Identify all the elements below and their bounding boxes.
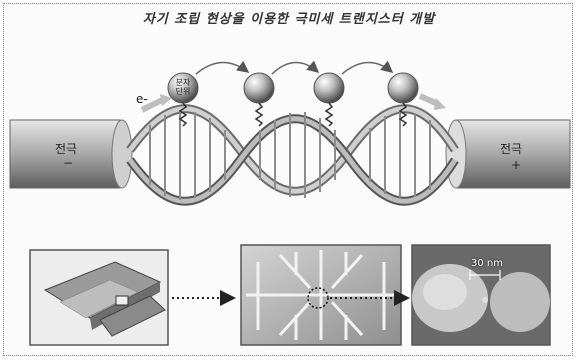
molecule-sphere-4 [388, 73, 418, 103]
electron-label: e- [136, 92, 148, 106]
left-electrode-label: 전극 [55, 140, 77, 157]
hopping-arrows [196, 62, 392, 74]
molecule-sphere-2 [244, 73, 274, 103]
electrode-pattern-photo [241, 245, 401, 345]
molecule-sphere-3 [314, 73, 344, 103]
chip-photo [30, 250, 168, 345]
scale-label: 30 nm [471, 258, 503, 269]
electron-out-arrow [420, 96, 446, 110]
left-electrode-sign: − [63, 156, 73, 170]
right-electrode-sign: + [511, 158, 521, 172]
right-electrode-label: 전극 [500, 140, 522, 157]
molecule-label: 분자 단위 [174, 78, 192, 96]
